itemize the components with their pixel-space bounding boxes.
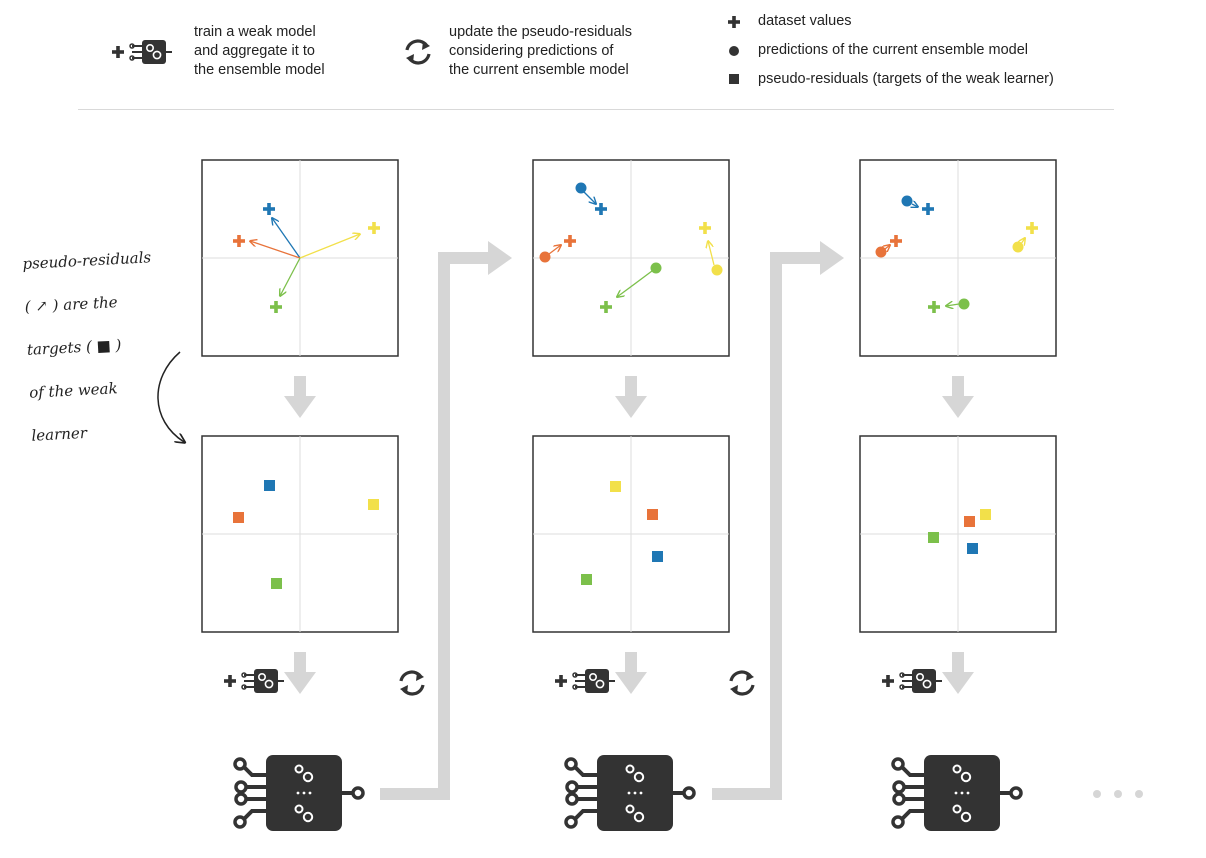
panel-targets-1 xyxy=(201,435,399,633)
legend-plus-icon xyxy=(728,16,740,28)
legend-train-icon xyxy=(112,39,173,65)
panel-residuals-2 xyxy=(532,159,730,357)
legend-predictions-label: predictions of the current ensemble mode… xyxy=(758,42,1029,58)
down-arrow-3b xyxy=(942,652,974,694)
legend-update-line-2: considering predictions of xyxy=(449,43,614,59)
legend-train-text: train a weak model and aggregate it to t… xyxy=(194,23,325,80)
refresh-icon-2 xyxy=(728,670,756,696)
legend-pseudo-residuals-label: pseudo-residuals (targets of the weak le… xyxy=(758,71,1054,87)
legend-update-line-1: update the pseudo-residuals xyxy=(449,24,632,40)
train-icon-2 xyxy=(555,668,616,694)
legend-train-line-1: train a weak model xyxy=(194,24,316,40)
panel-targets-2 xyxy=(532,435,730,633)
model-chip-1 xyxy=(233,753,365,833)
model-chip-2 xyxy=(564,753,696,833)
legend-square-icon xyxy=(729,74,739,84)
handwritten-note: pseudo-residuals ( ↗ ) are the targets (… xyxy=(22,245,223,470)
note-curved-arrow xyxy=(157,351,184,442)
legend-update-line-3: the current ensemble model xyxy=(449,62,629,78)
refresh-icon-1 xyxy=(398,670,426,696)
train-icon-3 xyxy=(882,668,943,694)
flow-arrow-1 xyxy=(380,241,512,800)
flow-arrow-2 xyxy=(712,241,844,800)
legend-circle-icon xyxy=(729,46,739,56)
legend-train-line-3: the ensemble model xyxy=(194,62,325,78)
down-arrow-2b xyxy=(615,652,647,694)
more-dots-icon xyxy=(1093,790,1143,798)
model-chip-3 xyxy=(891,753,1023,833)
train-icon-1 xyxy=(224,668,285,694)
panel-targets-3 xyxy=(859,435,1057,633)
panel-residuals-3 xyxy=(859,159,1057,357)
down-arrow-2a xyxy=(615,376,647,418)
legend-dataset-label: dataset values xyxy=(758,13,852,29)
down-arrow-3a xyxy=(942,376,974,418)
down-arrow-1b xyxy=(284,652,316,694)
legend-train-line-2: and aggregate it to xyxy=(194,43,315,59)
down-arrow-1a xyxy=(284,376,316,418)
legend-refresh-icon xyxy=(404,39,432,65)
legend-divider xyxy=(78,109,1114,110)
legend-update-text: update the pseudo-residuals considering … xyxy=(449,23,632,80)
panel-residuals-1 xyxy=(201,159,399,357)
